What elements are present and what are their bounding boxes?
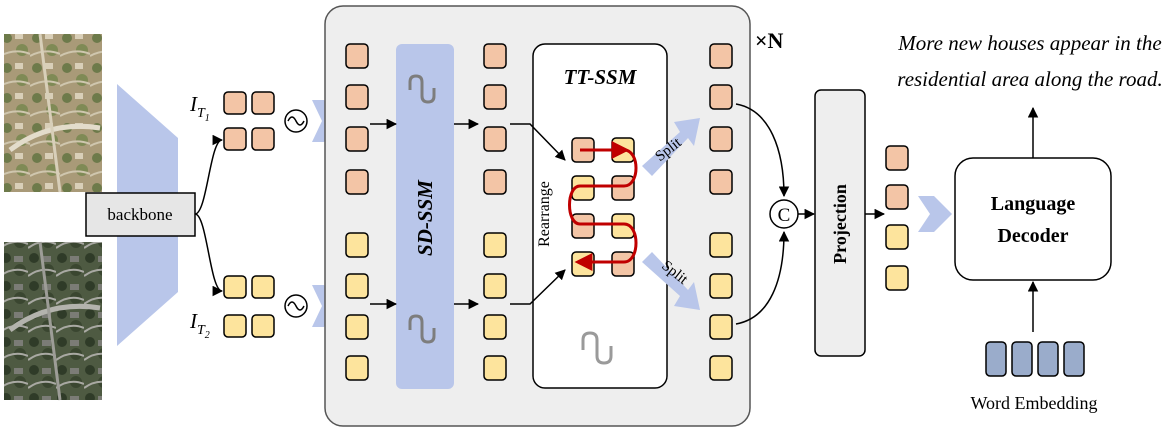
- interleave-left-3: [571, 213, 595, 239]
- col-a-token-t2-3: [345, 314, 369, 340]
- pos-encoding-icon-t1: [284, 109, 308, 133]
- col-a-token-t1-3: [345, 126, 369, 152]
- sd-ssm-snake-icon-top: [408, 74, 436, 104]
- feature-label-t1: IT1: [189, 92, 210, 124]
- output-token-3: [885, 224, 909, 250]
- interleave-left-2: [571, 175, 595, 201]
- col-b-token-t2-1: [483, 232, 507, 258]
- decoder-label-line1: Language: [991, 193, 1076, 215]
- col-a-token-t1-1: [345, 43, 369, 69]
- col-b-token-t1-2: [483, 84, 507, 110]
- projection-label: Projection: [830, 184, 850, 264]
- arrow-to-concat-bottom: [735, 230, 790, 325]
- concat-symbol: C: [778, 205, 791, 226]
- tt-ssm-title: TT-SSM: [564, 65, 638, 89]
- col-b-token-t2-4: [483, 355, 507, 381]
- image-t2: [4, 241, 102, 401]
- output-token-2: [885, 184, 909, 210]
- repeat-label: ×N: [755, 28, 784, 53]
- col-c-token-t2-3: [709, 314, 733, 340]
- rearrange-label: Rearrange: [536, 181, 553, 247]
- col-c-token-t1-4: [709, 169, 733, 195]
- output-token-1: [885, 145, 909, 171]
- projection-box: [814, 89, 866, 357]
- interleave-right-4: [611, 251, 635, 277]
- word-embedding-token-4: [1063, 341, 1085, 377]
- feature-grid-t1: [223, 91, 275, 151]
- interleave-right-3: [611, 213, 635, 239]
- col-c-token-t2-2: [709, 273, 733, 299]
- col-c-token-t2-4: [709, 355, 733, 381]
- tt-ssm-box: [532, 43, 668, 389]
- scan-path: [568, 148, 638, 264]
- output-tokens: [885, 145, 909, 291]
- interleave-left-4: [571, 251, 595, 277]
- col-a-token-t1-4: [345, 169, 369, 195]
- arrow-to-t1: [194, 134, 224, 215]
- arrow-into-tt-ssm-bottom: [510, 269, 566, 305]
- col-b-token-t1-3: [483, 126, 507, 152]
- word-embedding-token-1: [985, 341, 1007, 377]
- caption-line-1: More new houses appear in the: [897, 31, 1161, 55]
- col-c-token-t1-1: [709, 43, 733, 69]
- col-c-token-t1-2: [709, 84, 733, 110]
- pos-encoding-icon-t2: [284, 294, 308, 318]
- word-embedding-token-3: [1037, 341, 1059, 377]
- col-b-token-t1-4: [483, 169, 507, 195]
- token-columns: [345, 43, 733, 381]
- split-arrow-bottom: [642, 252, 700, 310]
- col-b-token-t2-3: [483, 314, 507, 340]
- col-c-token-t2-1: [709, 232, 733, 258]
- interleave-right-2: [611, 175, 635, 201]
- col-a-token-t1-2: [345, 84, 369, 110]
- arrow-to-concat-top: [735, 103, 790, 198]
- sd-ssm-arrows: [370, 118, 480, 310]
- sd-ssm-label: SD-SSM: [413, 179, 437, 256]
- arrow-into-tt-ssm-top: [510, 123, 566, 161]
- tt-ssm-snake-icon: [581, 331, 613, 365]
- col-b-token-t1-1: [483, 43, 507, 69]
- backbone-label: backbone: [107, 205, 172, 224]
- word-embedding-token-2: [1011, 341, 1033, 377]
- col-a-token-t2-1: [345, 232, 369, 258]
- sd-ssm-band: [396, 44, 454, 389]
- word-embedding-label: Word Embedding: [970, 393, 1097, 413]
- sd-ssm-snake-icon-bottom: [408, 314, 436, 344]
- feature-grid-t2: [223, 275, 275, 338]
- col-c-token-t1-3: [709, 126, 733, 152]
- col-a-token-t2-4: [345, 355, 369, 381]
- decoder-label-line2: Decoder: [997, 225, 1068, 247]
- col-a-token-t2-2: [345, 273, 369, 299]
- split-arrow-top: [642, 118, 700, 176]
- word-embedding-tokens: [985, 341, 1085, 377]
- col-b-token-t2-2: [483, 273, 507, 299]
- image-t1: [4, 33, 102, 193]
- language-decoder-box: [954, 157, 1112, 281]
- output-token-4: [885, 265, 909, 291]
- caption-line-2: residential area along the road.: [897, 67, 1162, 91]
- arrow-to-t2: [194, 213, 224, 297]
- decoder-input-arrow: [918, 196, 952, 232]
- feature-label-t2: IT2: [189, 309, 210, 341]
